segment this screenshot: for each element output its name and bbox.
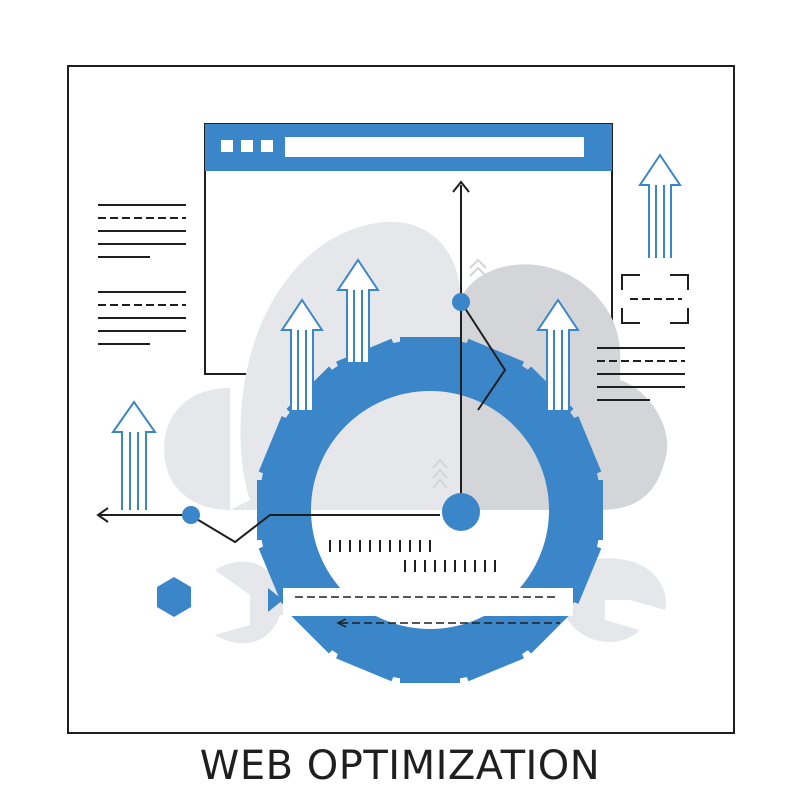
text-lines-icon [98,291,186,345]
connector-node-icon [452,293,470,311]
hexagon-icon [157,577,191,617]
gear-icon [257,337,603,683]
progress-ticks [329,540,496,572]
connector-node-icon [442,493,480,531]
wrench-bar [268,588,573,628]
faint-arrow-icon [432,458,448,489]
up-arrow-icon [111,400,157,510]
text-lines-icon [98,204,186,258]
up-arrow-icon [280,298,324,410]
connector-lines [96,180,507,544]
frame-border [67,65,735,734]
text-lines-icon [597,347,685,401]
up-arrow-icon [536,298,580,410]
connector-node-icon [182,506,200,524]
up-arrow-icon [336,258,380,362]
focus-bracket-icon [621,274,689,324]
up-arrow-icon [638,153,682,258]
page-caption: WEB OPTIMIZATION [199,743,601,789]
